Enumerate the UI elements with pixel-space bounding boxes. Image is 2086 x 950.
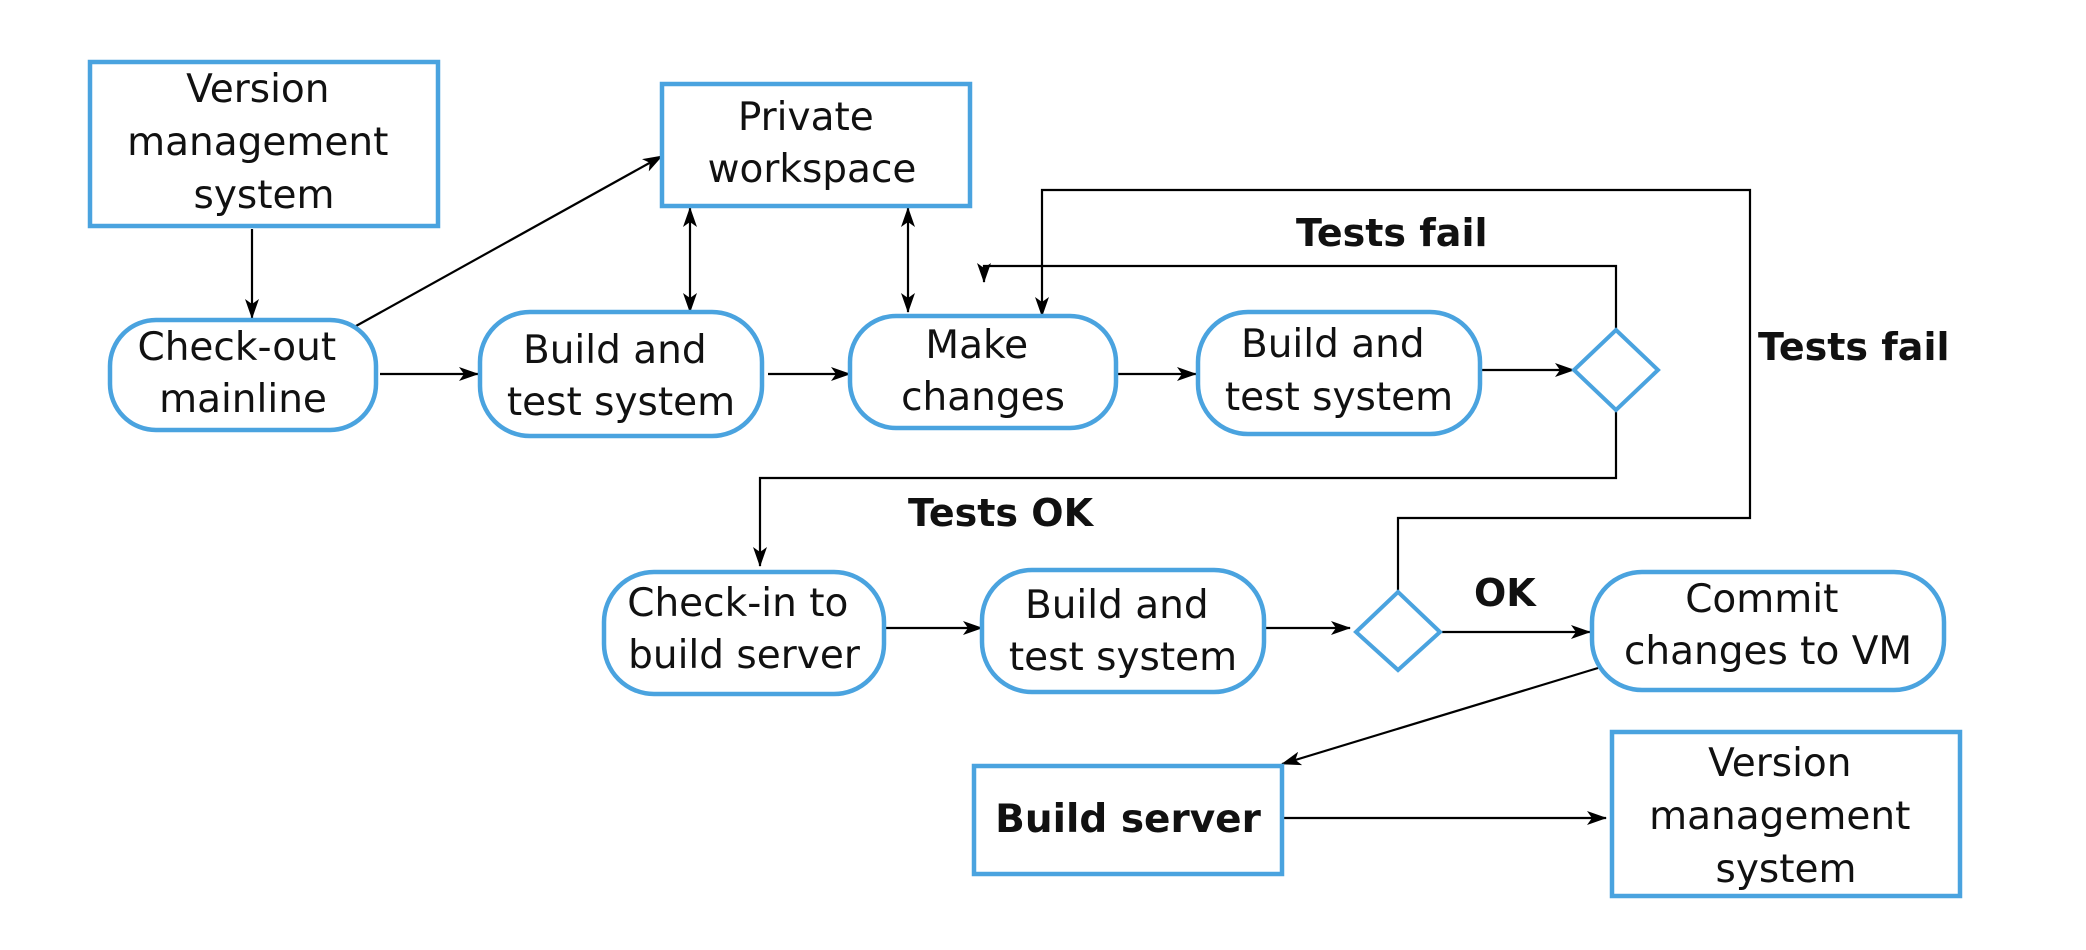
version-management-system-top: Version management system bbox=[87, 59, 441, 229]
check-in-to-build-server: Check-in to build server bbox=[601, 569, 887, 697]
check-in-label: Check-in to build server bbox=[627, 581, 861, 678]
make-changes: Make changes bbox=[847, 313, 1119, 431]
private-workspace-label: Private workspace bbox=[708, 95, 917, 192]
commit-label: Commit changes to VM bbox=[1624, 577, 1912, 674]
edge-label-tests-fail-2: Tests fail bbox=[1758, 325, 1950, 369]
build-3-label: Build and test system bbox=[1009, 583, 1237, 680]
build-1-label: Build and test system bbox=[507, 328, 735, 425]
build-and-test-system-3: Build and test system bbox=[979, 567, 1267, 695]
edge-label-ok: OK bbox=[1474, 571, 1537, 615]
commit-changes-to-vm: Commit changes to VM bbox=[1589, 569, 1947, 693]
edge-checkout-to-private-workspace bbox=[355, 155, 663, 327]
edge-tests-fail-loop-1 bbox=[977, 263, 1618, 330]
vms-top-label: Version management system bbox=[127, 67, 401, 218]
edge-commit-to-build-server bbox=[1281, 666, 1599, 766]
decision-diamond-2 bbox=[1353, 589, 1443, 673]
edge-tests-fail-loop-2 bbox=[1035, 188, 1752, 592]
check-out-mainline: Check-out mainline bbox=[107, 317, 379, 433]
version-management-system-bottom: Version management system bbox=[1609, 729, 1963, 899]
edges bbox=[245, 155, 1752, 825]
vms-bottom-label: Version management system bbox=[1649, 741, 1923, 892]
edge-tests-ok bbox=[753, 410, 1618, 567]
build-and-test-system-2: Build and test system bbox=[1195, 309, 1483, 437]
build-server-label: Build server bbox=[995, 797, 1261, 842]
check-out-mainline-label: Check-out mainline bbox=[137, 325, 348, 422]
make-changes-label: Make changes bbox=[901, 323, 1065, 420]
build-server: Build server bbox=[971, 763, 1285, 877]
private-workspace: Private workspace bbox=[659, 81, 973, 209]
build-2-label: Build and test system bbox=[1225, 322, 1453, 420]
decision-diamond-1 bbox=[1571, 327, 1661, 413]
edge-label-tests-ok: Tests OK bbox=[908, 491, 1095, 535]
edge-label-tests-fail-1: Tests fail bbox=[1296, 211, 1488, 255]
build-and-test-system-1: Build and test system bbox=[477, 309, 765, 439]
